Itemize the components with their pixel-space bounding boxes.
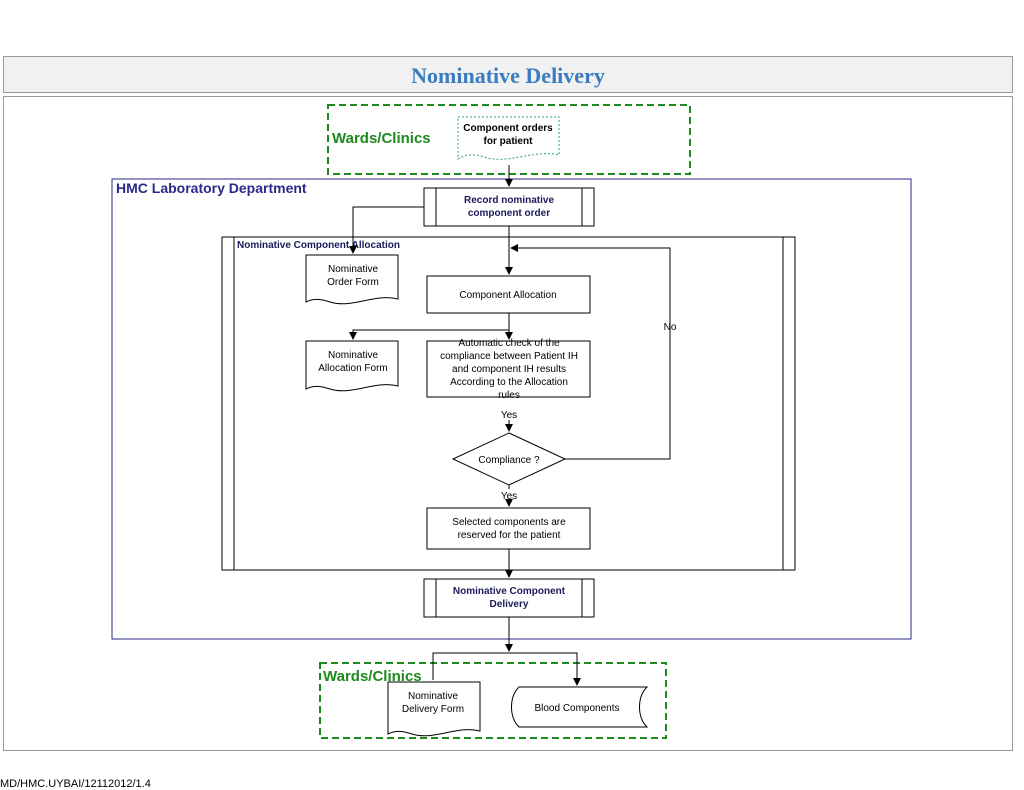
reserved-line-1: Selected components are (452, 517, 566, 528)
title-bar: Nominative Delivery (3, 56, 1013, 93)
compliance-label: Compliance ? (478, 455, 540, 466)
bottom-swimlane-label: Wards/Clinics (323, 668, 422, 685)
order-form-line-1: Nominative (328, 264, 378, 275)
nominative-allocation-form-document (305, 340, 399, 392)
blood-components-store (511, 686, 649, 728)
automatic-check-line-1: Automatic check of the (458, 338, 560, 349)
record-order-process (423, 187, 595, 227)
component-orders-document (457, 116, 560, 160)
order-form-line-2: Order Form (327, 277, 379, 288)
diagram-frame (3, 96, 1013, 751)
yes-label-2: Yes (501, 491, 517, 502)
top-swimlane-label: Wards/Clinics (332, 130, 431, 147)
reserved-box (426, 507, 591, 550)
allocation-form-line-2: Allocation Form (318, 363, 387, 374)
delivery-form-line-2: Delivery Form (402, 704, 464, 715)
delivery-form-line-1: Nominative (408, 691, 458, 702)
component-orders-line-2: for patient (484, 136, 534, 147)
footer-reference: MD/HMC.UYBAI/12112012/1.4 (0, 778, 151, 790)
record-order-line-1: Record nominative (464, 195, 554, 206)
delivery-process (423, 578, 595, 618)
bottom-swimlane (319, 662, 667, 739)
connectors (349, 165, 671, 686)
nominative-delivery-form-document (387, 681, 481, 737)
automatic-check-line-2: compliance between Patient IH (440, 351, 578, 362)
allocation-form-line-1: Nominative (328, 350, 378, 361)
record-order-line-2: component order (468, 208, 550, 219)
component-allocation-label: Component Allocation (459, 290, 556, 301)
component-orders-line-1: Component orders (463, 123, 553, 134)
automatic-check-line-4: According to the Allocation (450, 377, 568, 388)
reserved-line-2: reserved for the patient (458, 530, 561, 541)
yes-label-1: Yes (501, 410, 517, 421)
delivery-line-2: Delivery (490, 599, 529, 610)
automatic-check-box (426, 340, 591, 398)
delivery-line-1: Nominative Component (453, 586, 566, 597)
automatic-check-line-5: rules (498, 390, 520, 401)
component-allocation-box (426, 275, 591, 314)
allocation-frame-label: Nominative Component Allocation (237, 240, 400, 251)
blood-components-label: Blood Components (534, 703, 619, 714)
page-title: Nominative Delivery (411, 63, 605, 88)
lab-swimlane-label: HMC Laboratory Department (116, 180, 307, 196)
automatic-check-line-3: and component IH results (452, 364, 566, 375)
nominative-order-form-document (305, 254, 399, 305)
